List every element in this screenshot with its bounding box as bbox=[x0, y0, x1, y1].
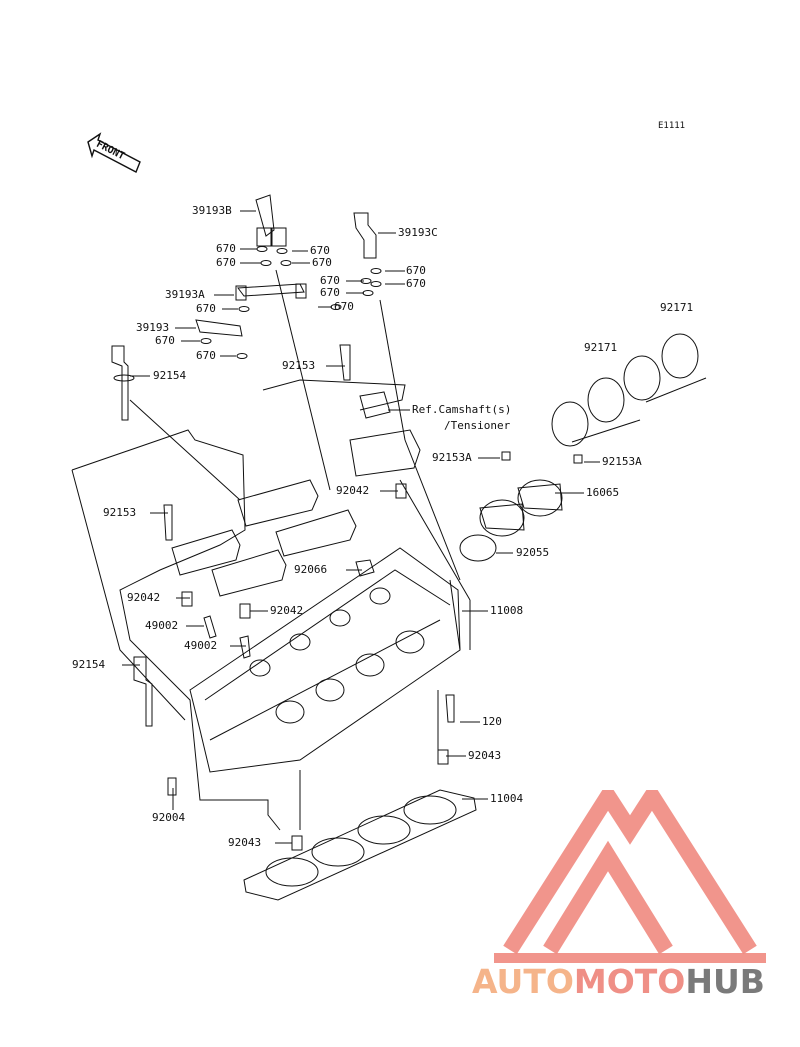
part-label: 11008 bbox=[490, 604, 524, 617]
diagram-code: E1111 bbox=[658, 121, 686, 131]
automotohub-logo bbox=[494, 790, 766, 963]
logo-part-hub: HUB bbox=[685, 962, 765, 1001]
part-label: 92153A bbox=[432, 451, 472, 464]
part-label: 92066 bbox=[294, 563, 328, 576]
logo-part-moto: MOTO bbox=[573, 962, 686, 1001]
part-label: 39193A bbox=[165, 288, 205, 301]
part-label: 670 bbox=[312, 256, 332, 269]
part-label: 92042 bbox=[336, 484, 370, 497]
part-label: 120 bbox=[482, 715, 502, 728]
part-label: 39193 bbox=[136, 321, 170, 334]
part-label: 49002 bbox=[184, 639, 218, 652]
part-label: 670 bbox=[334, 300, 354, 313]
part-label: 92154 bbox=[153, 369, 187, 382]
part-label: 670 bbox=[216, 256, 236, 269]
part-label: 670 bbox=[310, 244, 330, 257]
part-label: 670 bbox=[196, 302, 216, 315]
part-label: 670 bbox=[196, 349, 216, 362]
part-label: 92153 bbox=[103, 506, 137, 519]
part-label: 92042 bbox=[127, 591, 161, 604]
part-label: 92043 bbox=[468, 749, 502, 762]
part-label: 670 bbox=[320, 286, 340, 299]
part-label: 92043 bbox=[228, 836, 262, 849]
automotohub-wordmark: AUTOMOTOHUB bbox=[472, 962, 765, 1001]
part-label: 670 bbox=[320, 274, 340, 287]
part-label: 92004 bbox=[152, 811, 186, 824]
part-label: 92153 bbox=[282, 359, 316, 372]
part-label: 670 bbox=[406, 277, 426, 290]
part-label: 92153A bbox=[602, 455, 642, 468]
logo-part-auto: AUTO bbox=[472, 962, 574, 1001]
part-label: 11004 bbox=[490, 792, 524, 805]
part-label: 92055 bbox=[516, 546, 550, 559]
part-label: 49002 bbox=[145, 619, 179, 632]
part-label: 670 bbox=[155, 334, 175, 347]
part-label: 16065 bbox=[586, 486, 620, 499]
part-label: 39193B bbox=[192, 204, 232, 217]
reference-note-line1: Ref.Camshaft(s) bbox=[412, 403, 512, 416]
front-direction-arrow bbox=[87, 132, 141, 173]
part-label: 670 bbox=[216, 242, 236, 255]
part-label: 92171 bbox=[584, 341, 618, 354]
part-label: 92042 bbox=[270, 604, 304, 617]
part-label: 670 bbox=[406, 264, 426, 277]
part-label: 92171 bbox=[660, 301, 694, 314]
part-label: 92154 bbox=[72, 658, 106, 671]
reference-note-line2: /Tensioner bbox=[444, 419, 511, 432]
part-label: 39193C bbox=[398, 226, 438, 239]
